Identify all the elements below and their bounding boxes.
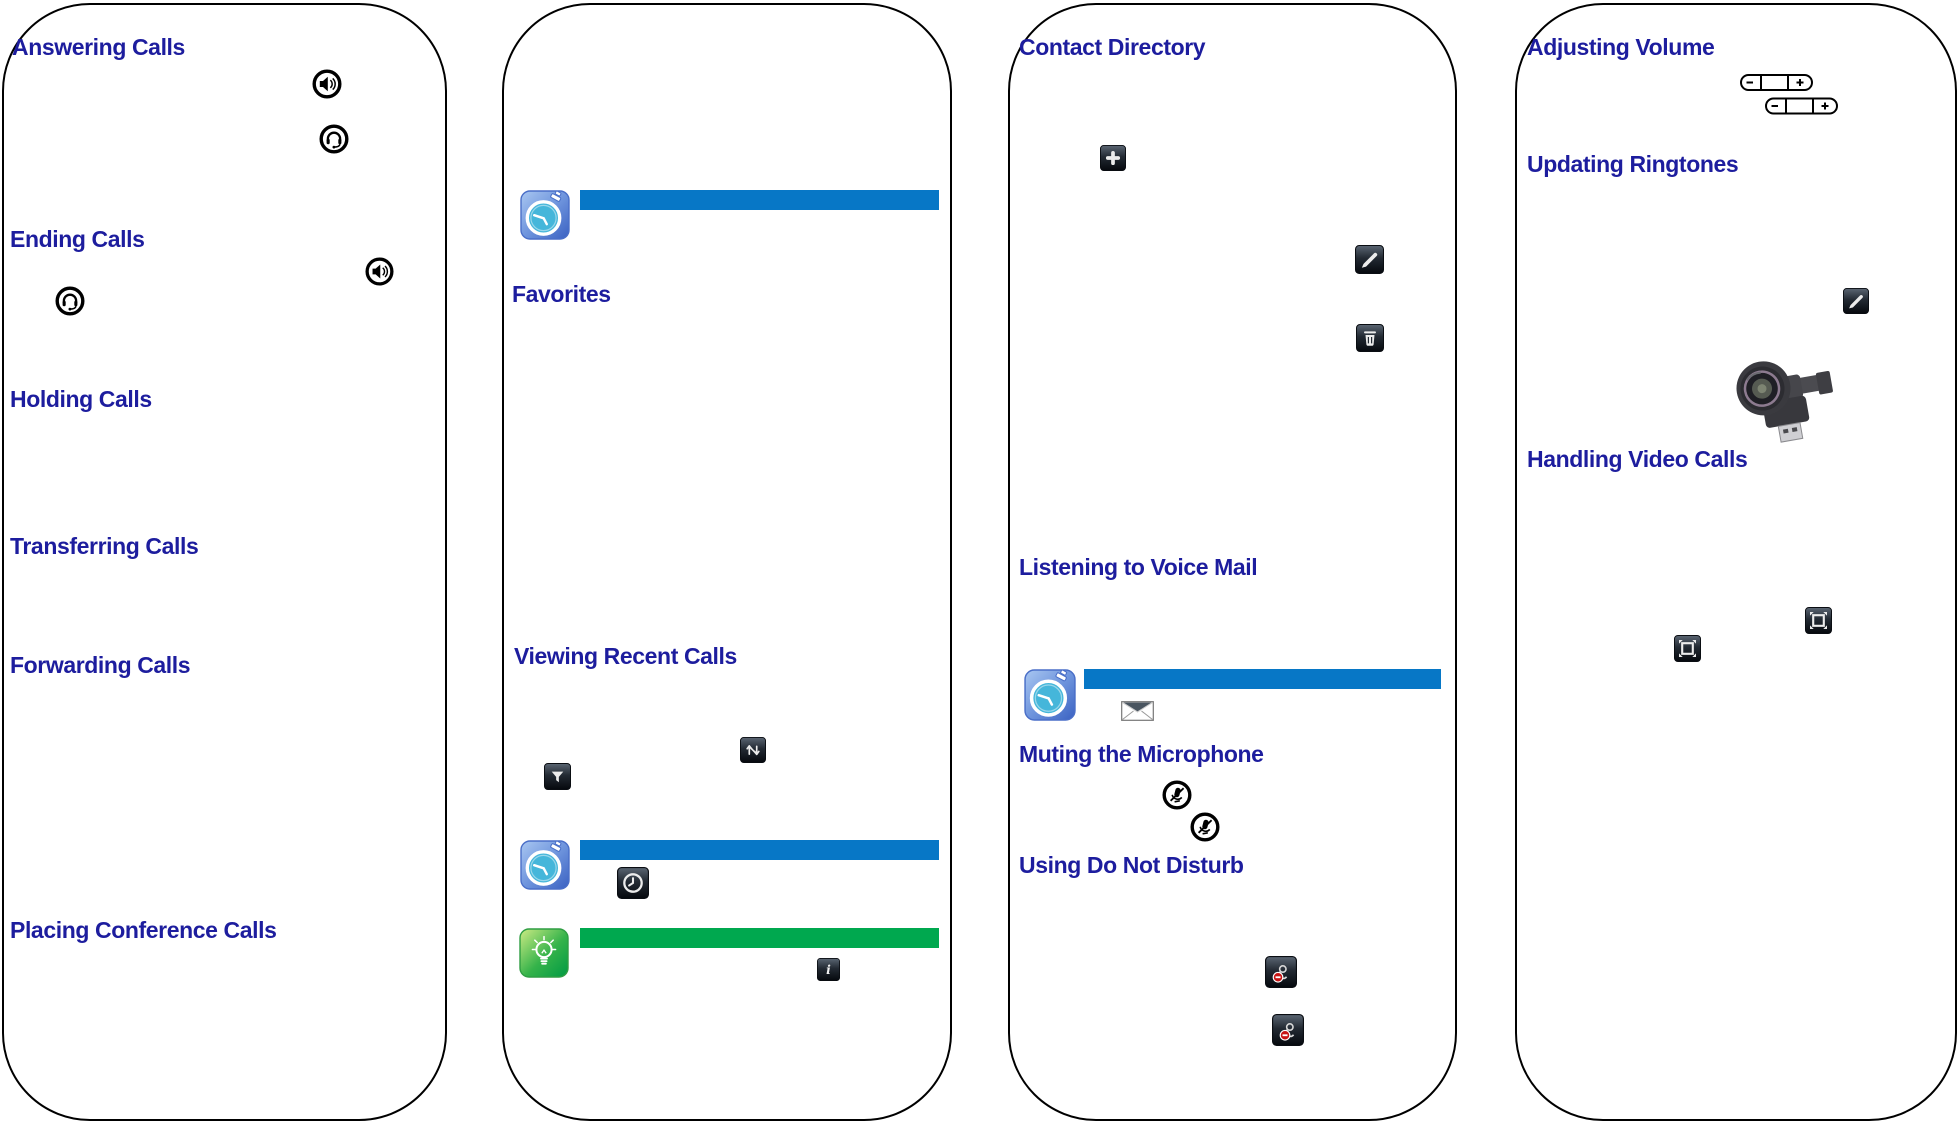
fullscreen-video-icon [1805,607,1832,634]
delete-trash-icon [1356,324,1384,352]
section-heading-contact-directory: Contact Directory [1019,34,1206,60]
section-heading-dnd: Using Do Not Disturb [1019,852,1244,878]
power-tip-icon [519,928,569,978]
timesaver-title-bar [580,840,939,860]
edit-pencil-icon [1355,245,1384,274]
timesaver-icon [520,840,570,890]
headset-icon [319,124,349,154]
section-heading-volume: Adjusting Volume [1527,34,1715,60]
section-heading-answering-calls: Answering Calls [12,34,185,60]
section-heading-recent-calls: Viewing Recent Calls [514,643,737,669]
section-heading-ending-calls: Ending Calls [10,226,145,252]
timesaver-title-bar [580,190,939,210]
filter-icon [544,763,571,790]
panel-call-handling: Answering Calls Ending Calls Holding Cal… [2,3,447,1121]
section-heading-conference-calls: Placing Conference Calls [10,917,277,943]
add-contact-icon [1100,145,1126,171]
timesaver-title-bar [1084,669,1441,689]
speakerphone-icon [365,257,394,286]
section-heading-holding-calls: Holding Calls [10,386,152,412]
usb-camera-image [1736,361,1833,443]
do-not-disturb-icon [1272,1014,1304,1046]
voicemail-envelope-icon [1121,701,1154,721]
info-icon [817,958,840,981]
timesaver-icon [520,190,570,240]
volume-rocker-icon [1765,97,1838,115]
sort-icon [740,737,766,763]
section-heading-ringtones: Updating Ringtones [1527,151,1739,177]
section-heading-favorites: Favorites [512,281,611,307]
power-tip-title-bar [580,928,939,948]
panel-settings-video: Adjusting Volume Updating Ringtones [1515,3,1957,1121]
panel-contacts-voicemail: Contact Directory Listening to Voice Mai… [1008,3,1457,1121]
section-heading-forwarding-calls: Forwarding Calls [10,652,191,678]
speakerphone-icon [312,69,342,99]
section-heading-voicemail: Listening to Voice Mail [1019,554,1258,580]
panel-favorites-recent: Favorites Viewing Recent Calls [502,3,952,1121]
clock-icon [617,867,649,899]
section-heading-muting: Muting the Microphone [1019,741,1264,767]
section-heading-video-calls: Handling Video Calls [1527,446,1748,472]
mute-microphone-icon [1190,812,1220,842]
mute-microphone-icon [1162,780,1192,810]
timesaver-icon [1024,669,1076,721]
fullscreen-video-icon [1674,635,1701,662]
section-heading-transferring-calls: Transferring Calls [10,533,199,559]
edit-pencil-icon [1843,288,1869,314]
volume-rocker-icon [1740,74,1813,91]
headset-icon [55,286,85,316]
do-not-disturb-icon [1265,956,1297,988]
